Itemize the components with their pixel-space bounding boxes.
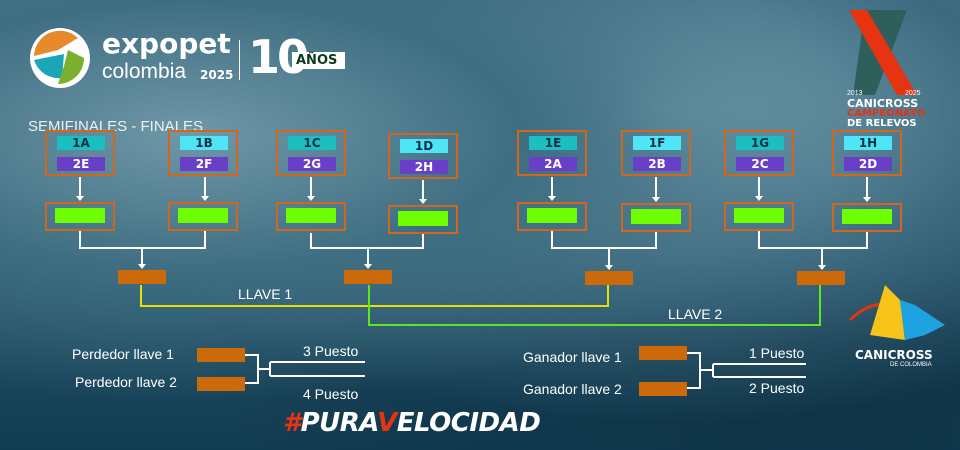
hashtag-rest: ELOCIDAD	[396, 408, 541, 438]
semifinal-slot-4[interactable]	[797, 271, 845, 285]
llave1-line	[140, 285, 609, 307]
group-result-slot[interactable]	[55, 208, 105, 223]
group-box: 1B 2F	[168, 130, 238, 176]
group-first-tag: 1D	[400, 139, 448, 153]
group-result-slot[interactable]	[398, 211, 448, 226]
group-result-box[interactable]	[276, 202, 346, 231]
group-second-tag: 2E	[57, 157, 105, 171]
loser2-label: Perdedor llave 2	[75, 374, 177, 390]
anniversary-word: AÑOS	[292, 52, 346, 69]
llave1-label: LLAVE 1	[238, 286, 293, 302]
group-first-tag: 1G	[736, 136, 784, 150]
group-second-tag: 2A	[529, 157, 577, 171]
connector-1-2	[79, 231, 206, 266]
brand-name: expopet	[102, 27, 231, 60]
hashtag-v: V	[377, 408, 397, 438]
group-second-tag: 2F	[180, 157, 228, 171]
connector-5-6	[551, 231, 657, 267]
expopet-pets-icon	[30, 28, 90, 88]
group-result-slot[interactable]	[734, 208, 784, 223]
roman-x-icon	[849, 10, 917, 95]
final-bracket	[687, 352, 806, 389]
group-result-slot[interactable]	[286, 208, 336, 223]
loser1-label: Perdedor llave 1	[72, 346, 174, 362]
brand-country: colombia	[102, 60, 187, 83]
group-result-box[interactable]	[517, 202, 587, 231]
year-to: 2025	[905, 90, 921, 97]
group-first-tag: 1B	[180, 136, 228, 150]
hashtag-banner: #PURAVELOCIDAD	[283, 408, 541, 438]
group-second-tag: 2B	[633, 157, 681, 171]
year-from: 2013	[847, 90, 863, 97]
group-first-tag: 1C	[288, 136, 336, 150]
winner2-label: Ganador llave 2	[523, 381, 622, 397]
first-place-label: 1 Puesto	[749, 345, 805, 361]
group-second-tag: 2D	[844, 157, 892, 171]
semifinal-slot-1[interactable]	[118, 270, 166, 284]
group-result-box[interactable]	[45, 202, 115, 231]
hashtag-symbol: #	[283, 408, 301, 438]
third-bracket	[245, 354, 365, 384]
arrows-down	[79, 177, 868, 201]
event-line1: CANICROSS	[847, 97, 919, 110]
partner-sub: DE COLOMBIA	[890, 362, 932, 368]
loser2-slot[interactable]	[197, 377, 245, 391]
group-second-tag: 2G	[288, 157, 336, 171]
group-second-tag: 2C	[736, 157, 784, 171]
group-result-slot[interactable]	[842, 209, 892, 224]
event-line3: DE RELEVOS	[847, 118, 917, 129]
group-box: 1D 2H	[388, 133, 458, 179]
group-first-tag: 1A	[57, 136, 105, 150]
third-place-label: 3 Puesto	[303, 343, 359, 359]
brand-year: 2025	[200, 68, 234, 82]
group-box: 1E 2A	[517, 130, 587, 176]
group-first-tag: 1E	[529, 136, 577, 150]
llave2-line	[368, 285, 821, 326]
group-result-box[interactable]	[621, 203, 691, 232]
group-second-tag: 2H	[400, 160, 448, 174]
winner1-slot[interactable]	[639, 346, 687, 360]
group-box: 1G 2C	[724, 130, 794, 176]
canicross-colombia-logo: CANICROSS DE COLOMBIA	[845, 280, 950, 375]
divider	[239, 40, 240, 80]
wolf-icon	[848, 285, 945, 340]
canicross-relevos-logo: 2013 2025 CANICROSS CAMPEONATO DE RELEVO…	[845, 10, 925, 130]
group-box: 1A 2E	[45, 130, 115, 176]
group-box: 1H 2D	[832, 130, 902, 176]
semifinal-slot-2[interactable]	[344, 270, 392, 284]
group-result-slot[interactable]	[178, 208, 228, 223]
llave2-label: LLAVE 2	[668, 306, 723, 322]
group-result-box[interactable]	[724, 202, 794, 231]
event-line2: CAMPEONATO	[847, 108, 926, 119]
group-result-box[interactable]	[168, 202, 238, 231]
winner2-slot[interactable]	[639, 382, 687, 396]
fourth-place-label: 4 Puesto	[303, 386, 359, 402]
partner-name: CANICROSS	[855, 348, 933, 362]
group-box: 1C 2G	[276, 130, 346, 176]
expopet-logo: expopet colombia 2025 10 AÑOS	[28, 28, 358, 88]
connector-7-8	[758, 231, 868, 267]
group-first-tag: 1F	[633, 136, 681, 150]
group-result-slot[interactable]	[631, 209, 681, 224]
group-result-slot[interactable]	[527, 208, 577, 223]
connector-3-4	[310, 233, 424, 266]
group-result-box[interactable]	[832, 203, 902, 232]
winner1-label: Ganador llave 1	[523, 349, 622, 365]
group-box: 1F 2B	[621, 130, 691, 176]
group-result-box[interactable]	[388, 205, 458, 234]
group-first-tag: 1H	[844, 136, 892, 150]
semifinal-slot-3[interactable]	[585, 271, 633, 285]
loser1-slot[interactable]	[197, 348, 245, 362]
hashtag-pura: PURA	[300, 408, 378, 438]
second-place-label: 2 Puesto	[749, 380, 805, 396]
